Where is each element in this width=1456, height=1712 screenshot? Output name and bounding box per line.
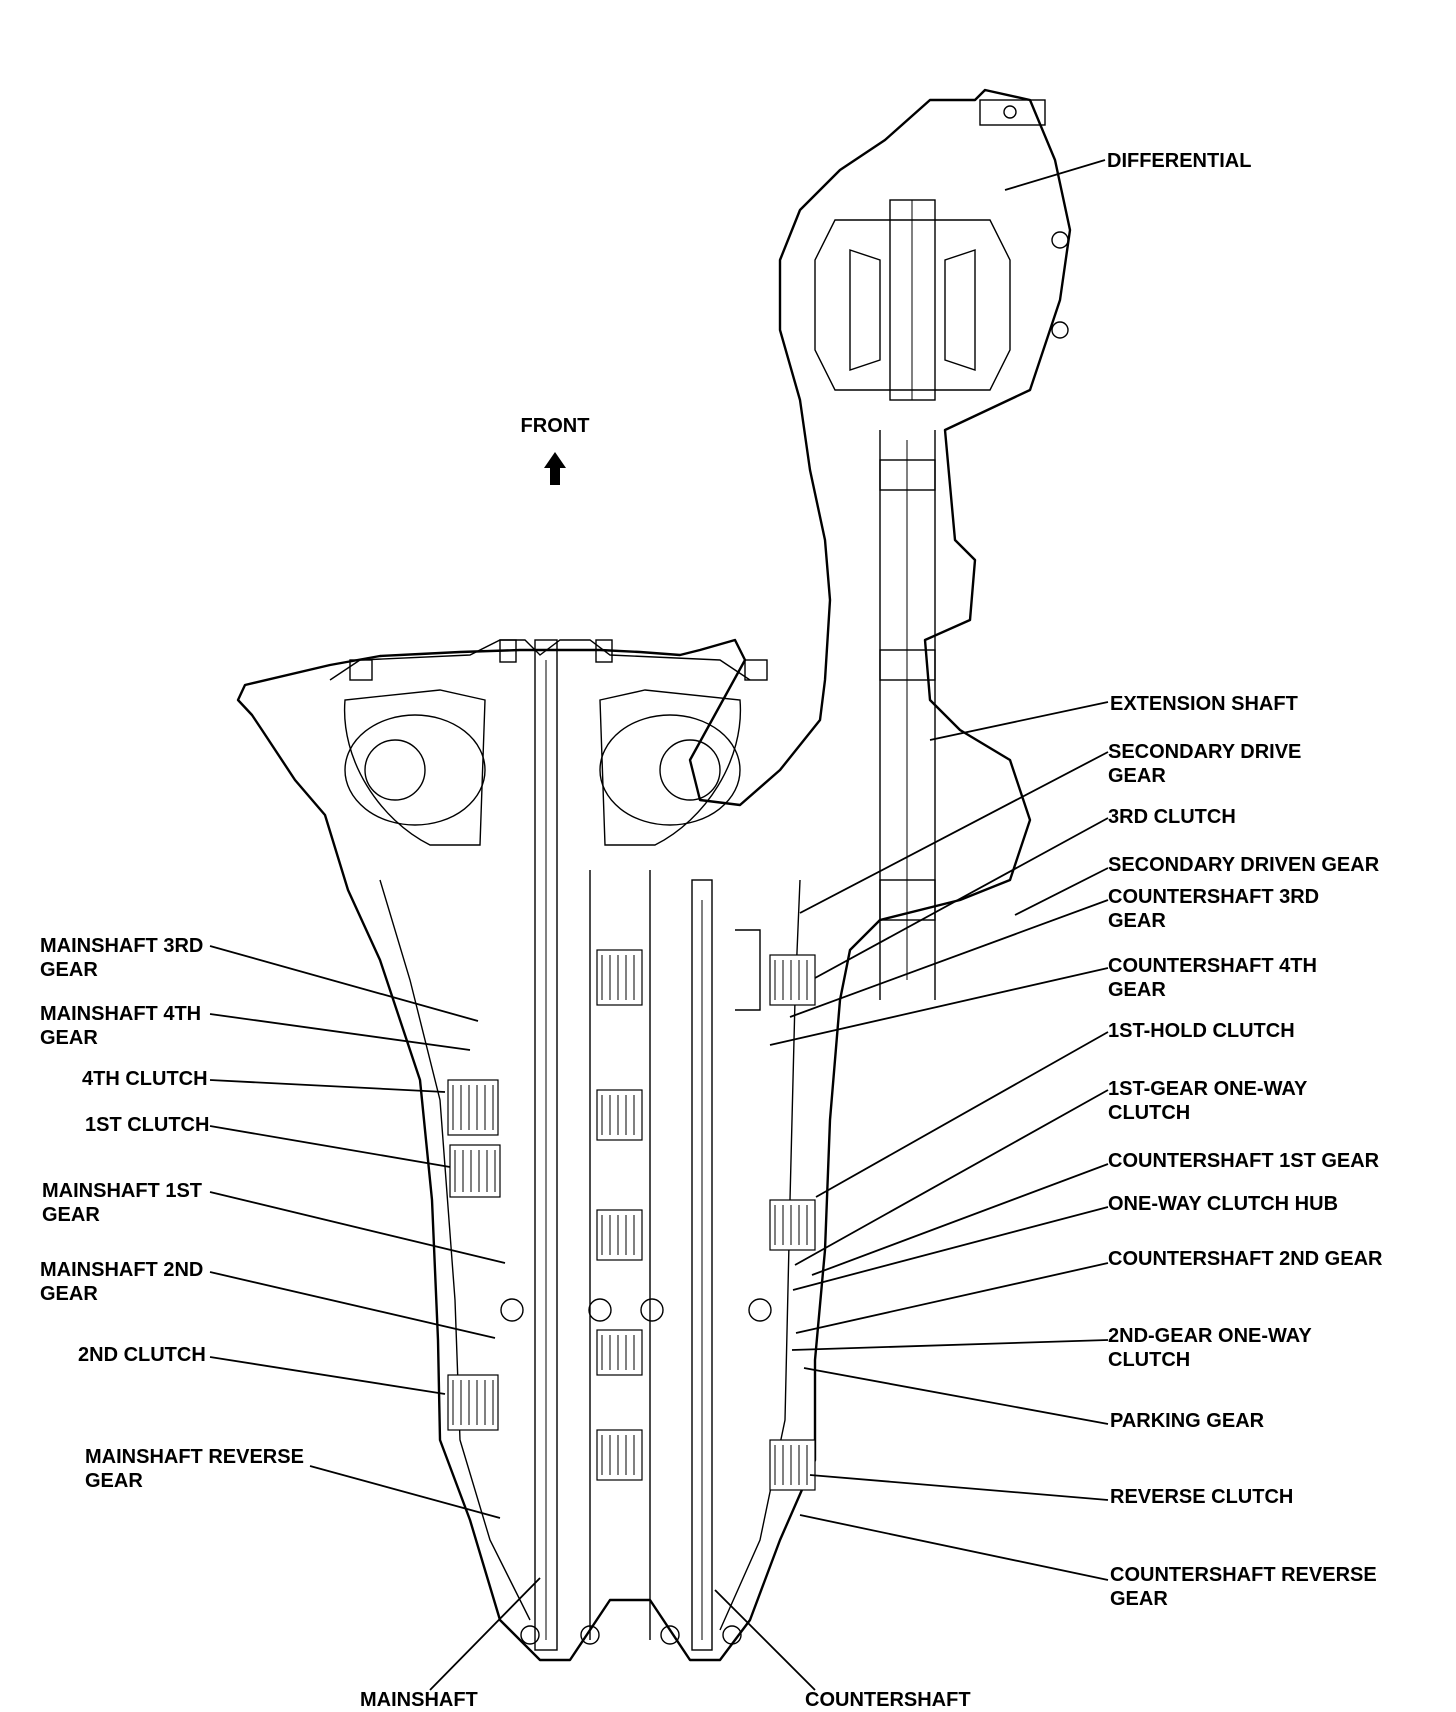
clutch-pack-3rd <box>769 954 816 1006</box>
clutch-pack-center-1 <box>596 949 643 1006</box>
front-indicator: FRONT <box>521 415 590 485</box>
label-reverse-clutch: REVERSE CLUTCH <box>1110 1486 1293 1508</box>
label-4th-clutch: 4TH CLUTCH <box>82 1068 208 1090</box>
label-countershaft-1st-gear: COUNTERSHAFT 1ST GEAR <box>1108 1150 1380 1172</box>
clutch-packs <box>447 949 816 1645</box>
clutch-pack-1st-hold <box>769 1199 816 1251</box>
label-1st-hold-clutch: 1ST-HOLD CLUTCH <box>1108 1020 1295 1042</box>
label-secondary-driven-gear: SECONDARY DRIVEN GEAR <box>1108 854 1380 876</box>
part-labels: DIFFERENTIAL EXTENSION SHAFT SECONDARY D… <box>40 150 1383 1711</box>
label-3rd-clutch: 3RD CLUTCH <box>1108 806 1236 828</box>
label-1st-clutch: 1ST CLUTCH <box>85 1114 209 1136</box>
leader-lines <box>209 159 1109 1691</box>
clutch-pack-center-3 <box>596 1209 643 1261</box>
clutch-pack-2nd <box>447 1374 499 1431</box>
clutch-pack-1st <box>449 1144 501 1198</box>
label-countershaft-2nd-gear: COUNTERSHAFT 2ND GEAR <box>1108 1248 1383 1270</box>
label-differential: DIFFERENTIAL <box>1107 150 1251 172</box>
transmission-drawing <box>236 88 1072 1662</box>
label-one-way-clutch-hub: ONE-WAY CLUTCH HUB <box>1108 1193 1338 1215</box>
front-label: FRONT <box>521 415 590 437</box>
clutch-pack-center-4 <box>596 1329 643 1376</box>
label-parking-gear: PARKING GEAR <box>1110 1410 1265 1432</box>
front-arrow-icon <box>544 452 566 485</box>
clutch-pack-center-5 <box>596 1429 643 1481</box>
clutch-pack-4th <box>447 1079 499 1136</box>
label-extension-shaft: EXTENSION SHAFT <box>1110 693 1298 715</box>
label-2nd-clutch: 2ND CLUTCH <box>78 1344 206 1366</box>
label-mainshaft: MAINSHAFT <box>360 1689 478 1711</box>
clutch-pack-reverse <box>769 1439 816 1491</box>
clutch-pack-center-2 <box>596 1089 643 1141</box>
label-countershaft: COUNTERSHAFT <box>805 1689 971 1711</box>
